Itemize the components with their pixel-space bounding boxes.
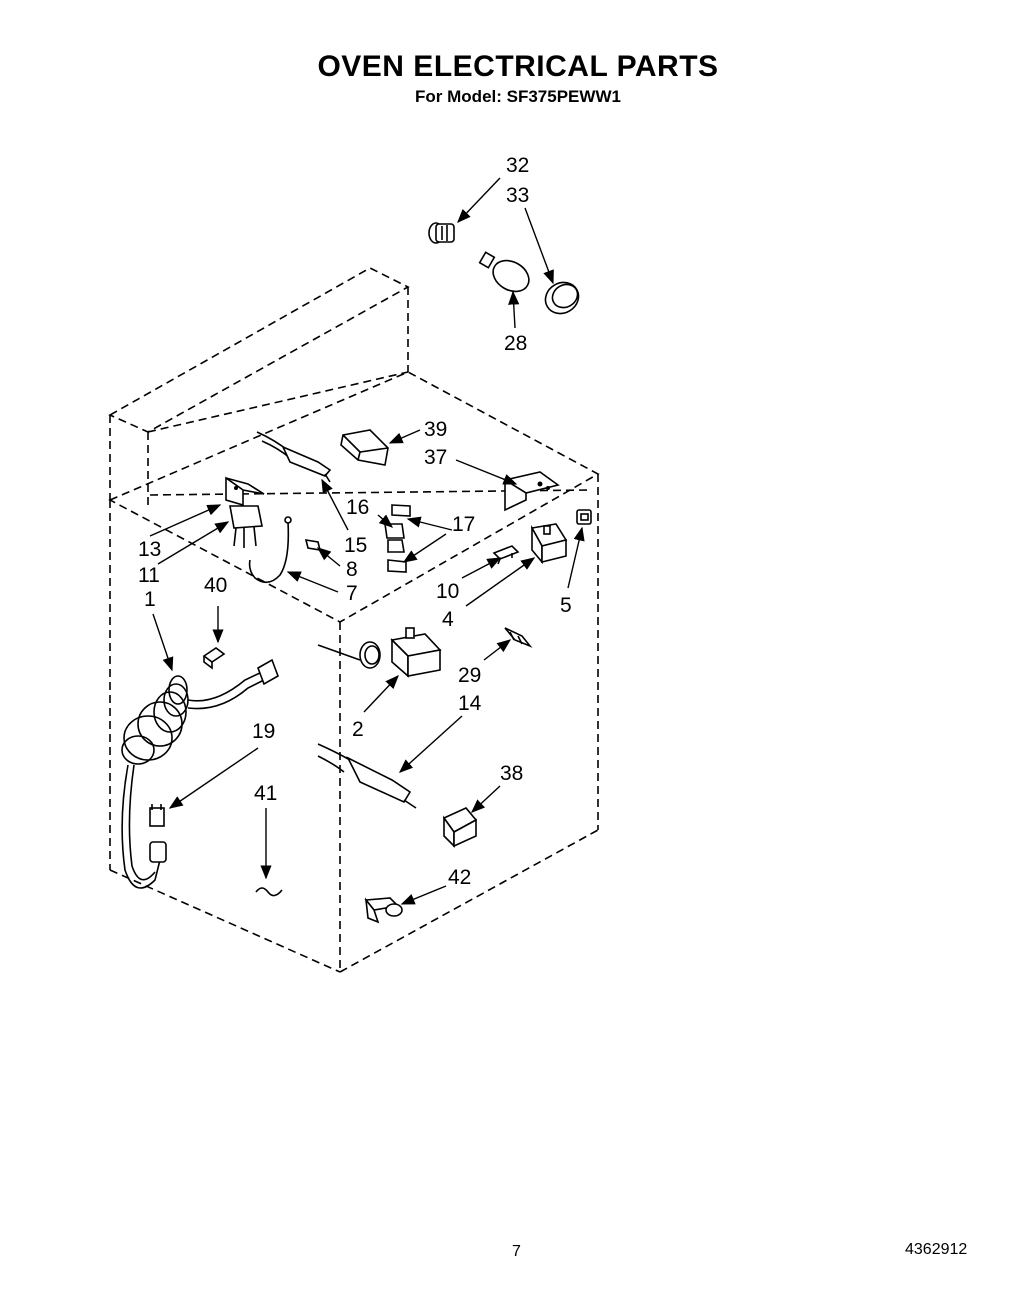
callout-16: 16: [346, 496, 369, 519]
callout-28: 28: [504, 332, 527, 355]
wire-part-41: [255, 887, 283, 897]
switch-part-42: [364, 897, 403, 924]
bracket-part-13: [225, 476, 265, 507]
document-number: 4362912: [905, 1241, 968, 1258]
wire-part-7: [248, 516, 292, 584]
callout-41: 41: [254, 782, 277, 805]
callout-17: 17: [452, 513, 475, 536]
callout-33: 33: [506, 184, 529, 207]
cabinet-outline: [108, 267, 600, 973]
callout-11: 11: [138, 564, 160, 587]
oven-sensor-part-15: [256, 431, 332, 483]
callout-4: 4: [442, 608, 454, 631]
lamp-socket-part: [428, 222, 455, 244]
callout-8: 8: [346, 558, 358, 581]
thermostat-part-16: [384, 523, 405, 553]
switch-part-38: [442, 807, 478, 848]
light-bulb-part: [478, 251, 530, 293]
leader-lines: [149, 177, 585, 905]
selector-switch-part-4: [530, 523, 568, 565]
page-title: OVEN ELECTRICAL PARTS: [317, 50, 719, 83]
callout-5: 5: [560, 594, 572, 617]
callout-13: 13: [138, 538, 161, 561]
oven-sensor-part-14: [317, 743, 417, 809]
callout-29: 29: [458, 664, 481, 687]
callout-19: 19: [252, 720, 275, 743]
callout-15: 15: [344, 534, 367, 557]
callout-37: 37: [424, 446, 447, 469]
thermostat-part-2: [317, 627, 442, 678]
relay-part-11: [229, 505, 263, 548]
callout-2: 2: [352, 718, 364, 741]
terminal-part-29: [504, 627, 533, 648]
power-cord-part-1: [121, 658, 279, 889]
clip-part-40: [202, 647, 226, 670]
model-subtitle: For Model: SF375PEWW1: [415, 87, 621, 106]
lamp-lens-part: [544, 281, 580, 315]
connector-part-19: [149, 804, 167, 863]
thermal-fuse-part-39: [340, 429, 389, 466]
bracket-part-37: [502, 471, 560, 512]
callout-32: 32: [506, 154, 529, 177]
thermostat-plate-part-17: [387, 504, 411, 573]
callout-1: 1: [144, 588, 156, 611]
callout-38: 38: [500, 762, 523, 785]
callout-40: 40: [204, 574, 227, 597]
callout-7: 7: [346, 582, 358, 605]
callout-10: 10: [436, 580, 459, 603]
page-number: 7: [512, 1243, 521, 1260]
callout-14: 14: [458, 692, 482, 715]
callout-42: 42: [448, 866, 471, 889]
switch-part-10: [492, 545, 520, 565]
callout-39: 39: [424, 418, 447, 441]
indicator-part-5: [576, 509, 592, 525]
callout-labels: 32 33 28 39 37 16 17 13 15 11 8 40 7 10 …: [138, 154, 572, 889]
